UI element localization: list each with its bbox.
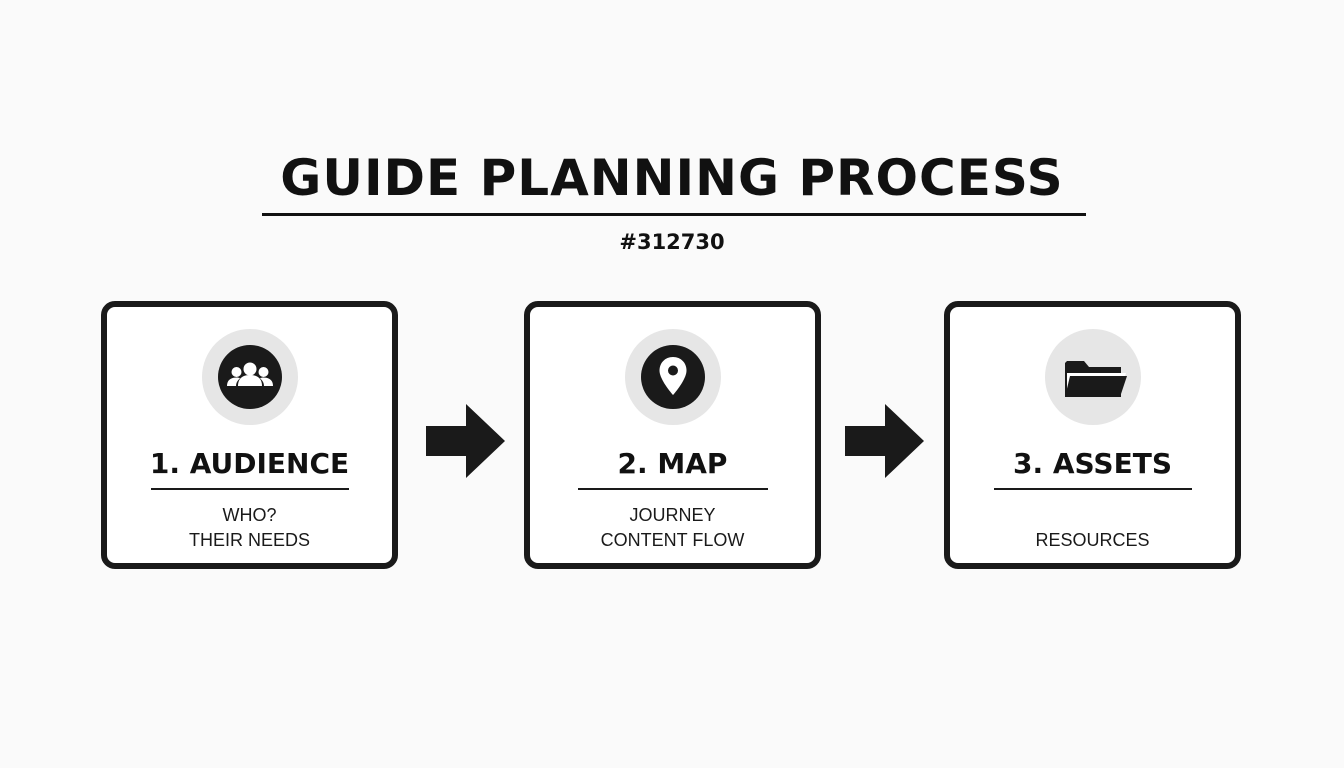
- step-description: JOURNEY CONTENT FLOW: [530, 503, 815, 553]
- step-card-assets: 3. ASSETS RESOURCES: [944, 301, 1241, 569]
- step-title: 2. MAP: [617, 447, 728, 480]
- step-title: 3. ASSETS: [1012, 447, 1172, 480]
- step-card-audience: 1. AUDIENCE WHO? THEIR NEEDS: [101, 301, 398, 569]
- step-description-line: CONTENT FLOW: [600, 530, 745, 550]
- diagram-title: GUIDE PLANNING PROCESS: [280, 149, 1064, 207]
- step-description-line: RESOURCES: [1035, 530, 1150, 550]
- step-description: RESOURCES: [950, 528, 1235, 553]
- step-underline: [150, 488, 349, 490]
- folder-icon: [1044, 329, 1141, 425]
- step-card-map: 2. MAP JOURNEY CONTENT FLOW: [524, 301, 821, 569]
- right-arrow-icon: [426, 404, 505, 478]
- diagram-id-label: #312730: [619, 230, 725, 254]
- step-title: 1. AUDIENCE: [149, 447, 350, 480]
- step-description: WHO? THEIR NEEDS: [107, 503, 392, 553]
- step-description-line: THEIR NEEDS: [188, 530, 311, 550]
- step-description-line: JOURNEY: [629, 505, 716, 525]
- step-underline: [577, 488, 768, 490]
- step-underline: [993, 488, 1192, 490]
- map-pin-icon: [624, 329, 721, 425]
- title-underline: [262, 213, 1086, 216]
- right-arrow-icon: [845, 404, 924, 478]
- step-description-line: WHO?: [222, 505, 277, 525]
- users-group-icon: [201, 329, 298, 425]
